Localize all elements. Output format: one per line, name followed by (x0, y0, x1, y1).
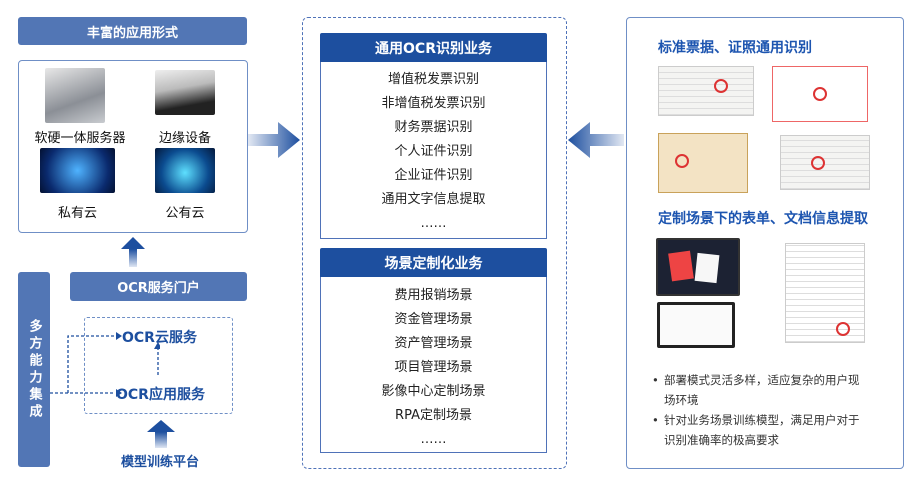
private-cloud-image (40, 148, 115, 193)
custom-title: 定制场景下的表单、文档信息提取 (658, 211, 868, 227)
app-forms-header: 丰富的应用形式 (18, 17, 247, 45)
form-label: 私有云 (57, 206, 97, 221)
document-table-image (785, 243, 865, 343)
custom-scene-header: 场景定制化业务 (320, 248, 547, 277)
custom-scene-list: 费用报销场景 资金管理场景 资产管理场景 项目管理场景 影像中心定制场景 RPA… (320, 277, 547, 453)
invoice-image (658, 66, 754, 116)
list-item: 资产管理场景 (394, 336, 473, 351)
dashboard-screen-image (656, 238, 740, 296)
form-label: 边缘设备 (158, 131, 211, 146)
list-item: 资金管理场景 (394, 312, 473, 327)
bullet-dot-icon: • (652, 413, 659, 427)
general-ocr-header: 通用OCR识别业务 (320, 33, 547, 62)
left-arrow-icon (568, 122, 624, 158)
up-arrow-icon (147, 420, 175, 432)
bullet-item: • 针对业务场景训练模型，满足用户对于识别准确率的极高要求 (652, 410, 867, 450)
bullet-item: • 部署模式灵活多样，适应复杂的用户现场环境 (652, 370, 867, 410)
list-item: 通用文字信息提取 (381, 192, 486, 207)
ocr-app-service: OCR应用服务 (116, 387, 205, 403)
up-arrow-shaft (155, 432, 167, 448)
form-label: 软硬一体服务器 (34, 131, 126, 146)
list-item: 财务票据识别 (394, 120, 473, 135)
ocr-portal: OCR服务门户 (70, 272, 247, 301)
training-platform: 模型训练平台 (120, 455, 199, 470)
business-dashed-box (302, 17, 567, 469)
right-arrow-icon (248, 122, 300, 158)
tickets-image (772, 66, 868, 122)
server-image (45, 68, 105, 123)
general-ocr-list: 增值税发票识别 非增值税发票识别 财务票据识别 个人证件识别 企业证件识别 通用… (320, 62, 547, 239)
integration-bar: 多方能力集成 (18, 272, 50, 467)
list-item: 费用报销场景 (394, 288, 473, 303)
form-label: 公有云 (165, 206, 205, 221)
public-cloud-image (155, 148, 215, 193)
bullet-text: 部署模式灵活多样，适应复杂的用户现场环境 (664, 373, 860, 407)
license-image (658, 133, 748, 193)
ocr-cloud-service: OCR云服务 (122, 330, 197, 346)
edge-device-image (155, 70, 215, 115)
form-image (780, 135, 870, 190)
up-arrow-shaft (129, 249, 137, 267)
list-item: RPA定制场景 (395, 408, 472, 423)
up-arrow-icon (121, 237, 145, 249)
list-item: 个人证件识别 (394, 144, 473, 159)
list-item: 项目管理场景 (394, 360, 473, 375)
list-item: 非增值税发票识别 (381, 96, 486, 111)
list-item: 影像中心定制场景 (381, 384, 486, 399)
services-dashed-box (84, 317, 233, 414)
standard-title: 标准票据、证照通用识别 (658, 40, 812, 56)
dashed-connector-arrows (50, 332, 160, 397)
list-item: …… (420, 216, 447, 231)
list-item: 增值税发票识别 (387, 72, 479, 87)
list-item: …… (420, 432, 447, 447)
bullet-text: 针对业务场景训练模型，满足用户对于识别准确率的极高要求 (664, 413, 860, 447)
bullet-dot-icon: • (652, 373, 659, 387)
laptop-screen-image (657, 302, 735, 348)
list-item: 企业证件识别 (394, 168, 473, 183)
